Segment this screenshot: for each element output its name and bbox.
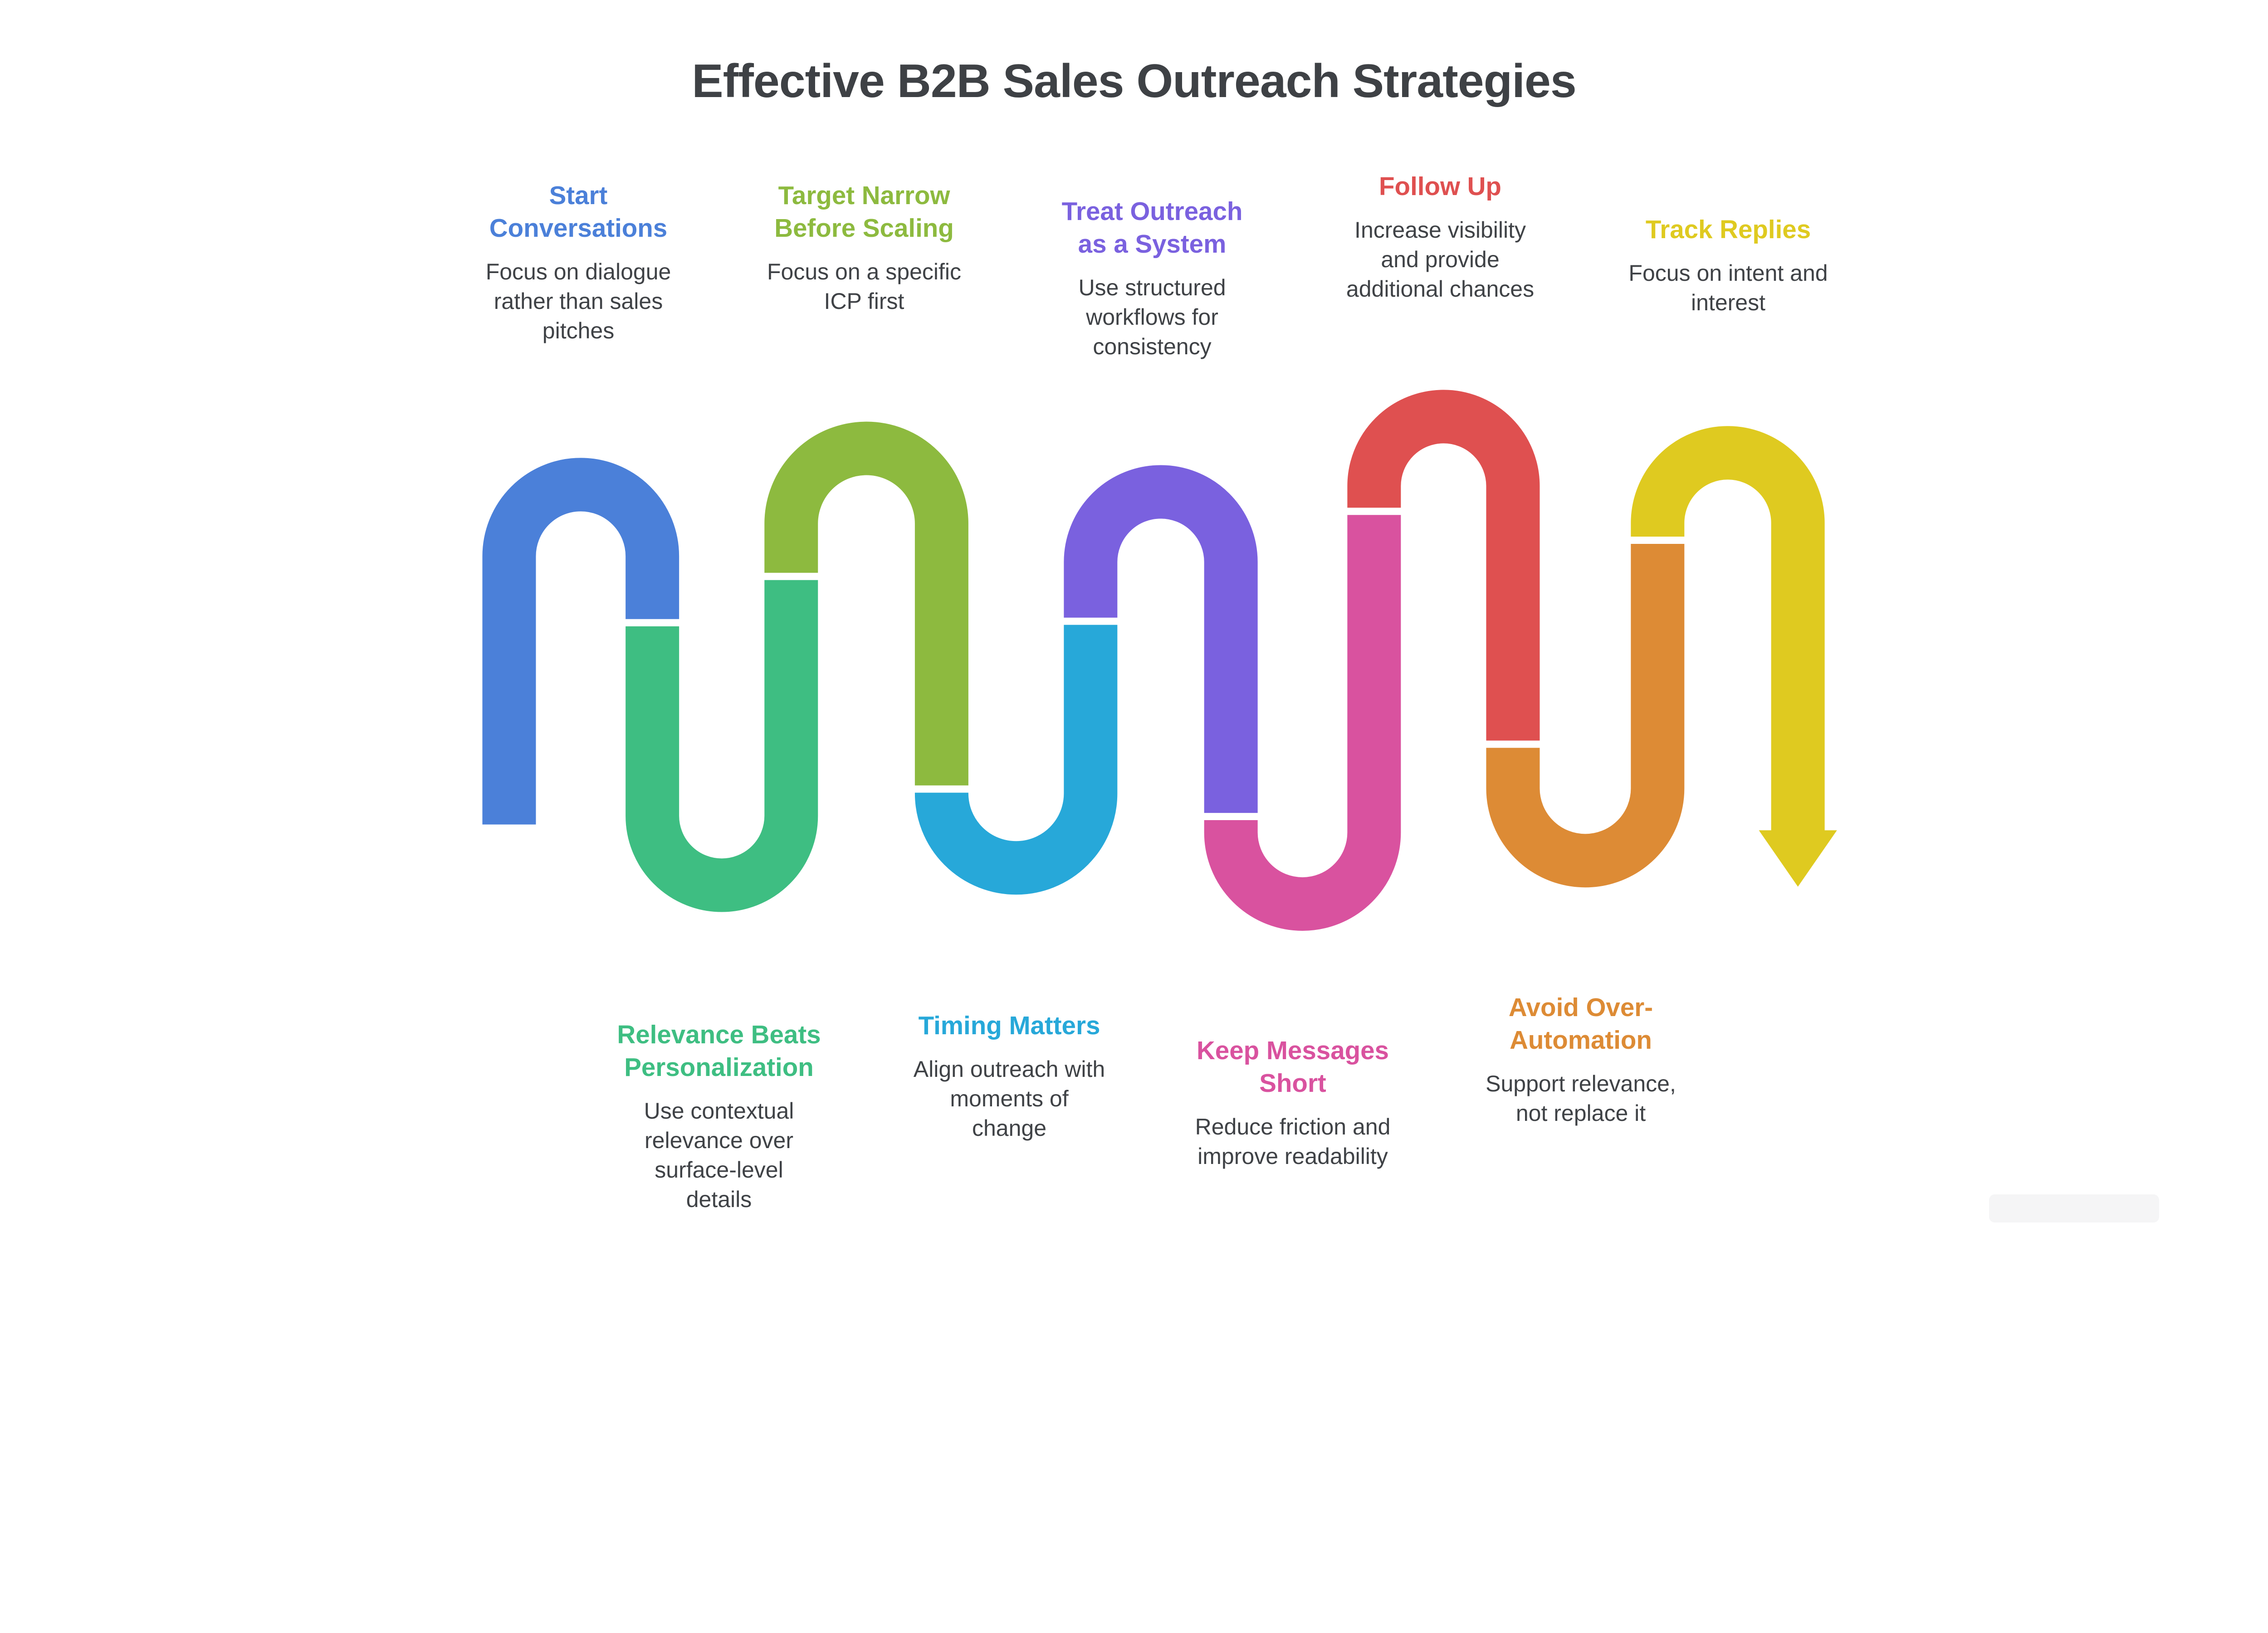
path-segment-track-replies [1631,426,1825,833]
strategy-label: Avoid Over- Automation [1508,993,1653,1055]
strategy-item-keep-messages-short: Keep Messages Short Reduce friction and … [1184,1034,1402,1171]
path-segment-avoid-over-automation [1486,543,1685,888]
strategy-item-treat-outreach-system: Treat Outreach as a System Use structure… [1043,195,1261,362]
path-segment-treat-outreach-system [1064,465,1258,813]
strategy-label: Treat Outreach as a System [1061,197,1243,259]
strategy-item-avoid-over-automation: Avoid Over- Automation Support relevance… [1472,991,1690,1128]
path-segment-follow-up [1347,390,1540,741]
strategy-item-target-narrow: Target Narrow Before Scaling Focus on a … [755,179,973,316]
path-segment-start-conversations [482,458,679,825]
strategy-description: Use contextual relevance over surface-le… [644,1098,794,1213]
strategy-item-relevance-beats-personalization: Relevance Beats Personalization Use cont… [610,1018,828,1214]
strategy-label: Start Conversations [489,181,668,243]
strategy-description: Increase visibility and provide addition… [1346,217,1535,302]
path-segment-target-narrow [764,421,968,786]
strategy-label: Target Narrow Before Scaling [774,181,954,243]
arrow-head-icon [1759,830,1837,887]
path-segment-relevance-beats-personalization [626,580,818,912]
strategy-item-follow-up: Follow Up Increase visibility and provid… [1331,170,1549,304]
strategy-description: Align outreach with moments of change [913,1056,1105,1141]
strategy-description: Focus on a specific ICP first [767,259,961,314]
strategy-item-start-conversations: Start Conversations Focus on dialogue ra… [469,179,687,346]
strategy-label: Keep Messages Short [1197,1036,1389,1098]
serpentine-flow-diagram [482,390,1837,931]
strategy-label: Track Replies [1645,215,1811,244]
path-segment-keep-messages-short [1204,515,1401,931]
strategy-label: Timing Matters [918,1011,1100,1040]
page-title: Effective B2B Sales Outreach Strategies [692,55,1576,108]
strategy-label: Relevance Beats Personalization [617,1020,821,1082]
strategy-item-track-replies: Track Replies Focus on intent and intere… [1619,213,1837,318]
path-segment-timing-matters [914,625,1118,895]
infographic-canvas: Effective B2B Sales Outreach Strategies … [469,55,2159,1222]
watermark-blob [1989,1194,2159,1222]
strategy-description: Use structured workflows for consistency [1078,275,1226,360]
strategy-description: Reduce friction and improve readability [1195,1114,1391,1169]
strategy-description: Focus on dialogue rather than sales pitc… [485,259,671,344]
strategy-item-timing-matters: Timing Matters Align outreach with momen… [900,1009,1118,1143]
strategy-description: Support relevance, not replace it [1486,1071,1676,1126]
strategy-label: Follow Up [1379,172,1501,200]
strategy-description: Focus on intent and interest [1628,260,1828,315]
